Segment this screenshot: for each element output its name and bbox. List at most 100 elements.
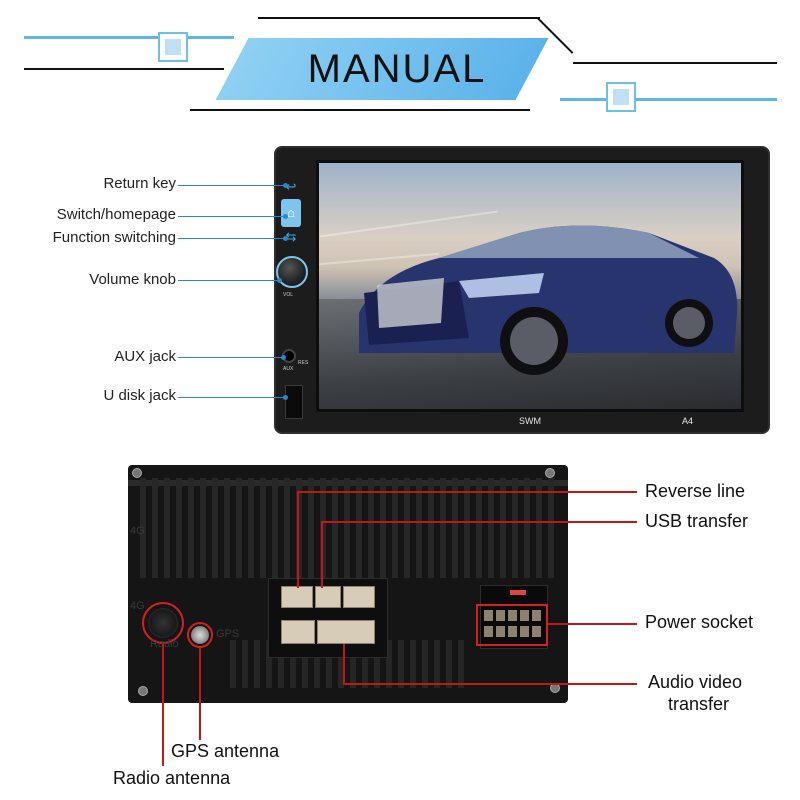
leader-usb-transfer-v <box>321 521 323 588</box>
heatsink-fin <box>302 640 308 688</box>
return-key-icon[interactable]: ↩ <box>285 179 297 194</box>
home-icon: ⌂ <box>287 205 295 220</box>
heatsink-fin <box>428 478 434 578</box>
leader-reverse-line-h <box>297 491 637 493</box>
heatsink-fin <box>140 478 146 578</box>
heatsink-fin <box>392 478 398 578</box>
heatsink-fin <box>188 478 194 578</box>
heatsink-fin <box>200 478 206 578</box>
header-blue-rule-right <box>560 98 777 101</box>
power-pin <box>520 626 529 637</box>
heatsink-fin <box>386 640 392 688</box>
header-square-left <box>158 32 188 62</box>
silk-4g-top: 4G <box>130 525 145 537</box>
leader-u-disk-jack <box>178 395 288 400</box>
brand-label-left: SWM <box>519 416 541 426</box>
heatsink-fin <box>272 478 278 578</box>
heatsink-fin <box>500 478 506 578</box>
reverse-line-connector[interactable] <box>281 586 313 608</box>
heatsink-fin <box>290 640 296 688</box>
usb-transfer-connector[interactable] <box>315 586 341 608</box>
power-pin <box>484 610 493 621</box>
audio-video-connector[interactable] <box>317 620 375 644</box>
power-pin <box>532 626 541 637</box>
heatsink-fin <box>338 640 344 688</box>
heatsink-fin <box>404 478 410 578</box>
callout-av-transfer-line2: transfer <box>668 694 730 714</box>
heatsink-fin <box>254 640 260 688</box>
heatsink-fin <box>476 478 482 578</box>
heatsink-fin <box>452 478 458 578</box>
vol-tag: VOL <box>283 292 294 298</box>
heatsink-fin <box>350 640 356 688</box>
heatsink-fin <box>266 640 272 688</box>
heatsink-fin <box>152 478 158 578</box>
leader-gps-antenna-v <box>199 648 201 740</box>
heatsink-fin <box>464 478 470 578</box>
heatsink-fin <box>278 640 284 688</box>
power-pin <box>520 610 529 621</box>
callout-aux-jack: AUX jack <box>114 348 176 365</box>
leader-return-key <box>178 183 288 188</box>
heatsink-fin <box>314 640 320 688</box>
heatsink-fin <box>332 478 338 578</box>
volume-knob[interactable] <box>276 256 308 288</box>
callout-power-socket: Power socket <box>645 612 754 632</box>
heatsink-fin <box>356 478 362 578</box>
callout-reverse-line: Reverse line <box>645 481 746 501</box>
gps-antenna-highlight <box>187 622 213 648</box>
heatsink-fin <box>446 640 452 688</box>
heatsink-fin <box>212 478 218 578</box>
heatsink-fin <box>458 640 464 688</box>
home-button[interactable]: ⌂ <box>281 199 301 227</box>
heatsink-fin <box>374 640 380 688</box>
callout-u-disk-jack: U disk jack <box>103 387 176 404</box>
power-pin <box>484 626 493 637</box>
heatsink-fin <box>296 478 302 578</box>
callout-return-key: Return key <box>103 175 176 192</box>
heatsink-fin <box>284 478 290 578</box>
power-socket-tab <box>510 590 526 595</box>
heatsink-fin <box>320 478 326 578</box>
car-image <box>359 225 738 375</box>
header-rule-top-right <box>573 62 777 64</box>
power-pin <box>496 626 505 637</box>
heatsink-fin <box>548 478 554 578</box>
power-pin <box>508 610 517 621</box>
res-tag: RES <box>298 360 309 366</box>
heatsink-fin <box>242 640 248 688</box>
heatsink-fin <box>236 478 242 578</box>
page-title: MANUAL <box>307 46 487 91</box>
audio-video-connector-left[interactable] <box>281 620 315 644</box>
heatsink-fin <box>344 478 350 578</box>
leader-function-switching <box>178 236 288 241</box>
aux-connector-small[interactable] <box>343 586 375 608</box>
callout-volume-knob: Volume knob <box>89 271 176 288</box>
leader-switch-homepage <box>178 214 288 219</box>
heatsink-fin <box>440 478 446 578</box>
heatsink-fin <box>422 640 428 688</box>
heatsink-fin <box>512 478 518 578</box>
radio-antenna-highlight <box>142 602 184 644</box>
heatsink-fin <box>434 640 440 688</box>
header-square-right <box>606 82 636 112</box>
function-switch-icon[interactable]: ⇆ <box>285 229 297 244</box>
heatsink-fin <box>248 478 254 578</box>
heatsink-fin <box>308 478 314 578</box>
header-rule-top <box>258 17 540 19</box>
silk-4g-bottom: 4G <box>130 600 145 612</box>
heatsink-fin <box>410 640 416 688</box>
callout-switch-homepage: Switch/homepage <box>56 206 176 223</box>
display-screen[interactable] <box>316 160 744 412</box>
power-pin <box>496 610 505 621</box>
silk-radio: Radio <box>150 638 179 650</box>
callout-gps-antenna: GPS antenna <box>171 741 280 761</box>
heatsink-fin <box>176 478 182 578</box>
brand-label-right: A4 <box>682 416 694 426</box>
header-rule-bottom <box>190 109 530 111</box>
heatsink-fin <box>362 640 368 688</box>
silk-gps: GPS <box>216 628 240 640</box>
heatsink-fin <box>488 478 494 578</box>
usb-port[interactable] <box>285 385 303 419</box>
callout-usb-transfer: USB transfer <box>645 511 749 531</box>
